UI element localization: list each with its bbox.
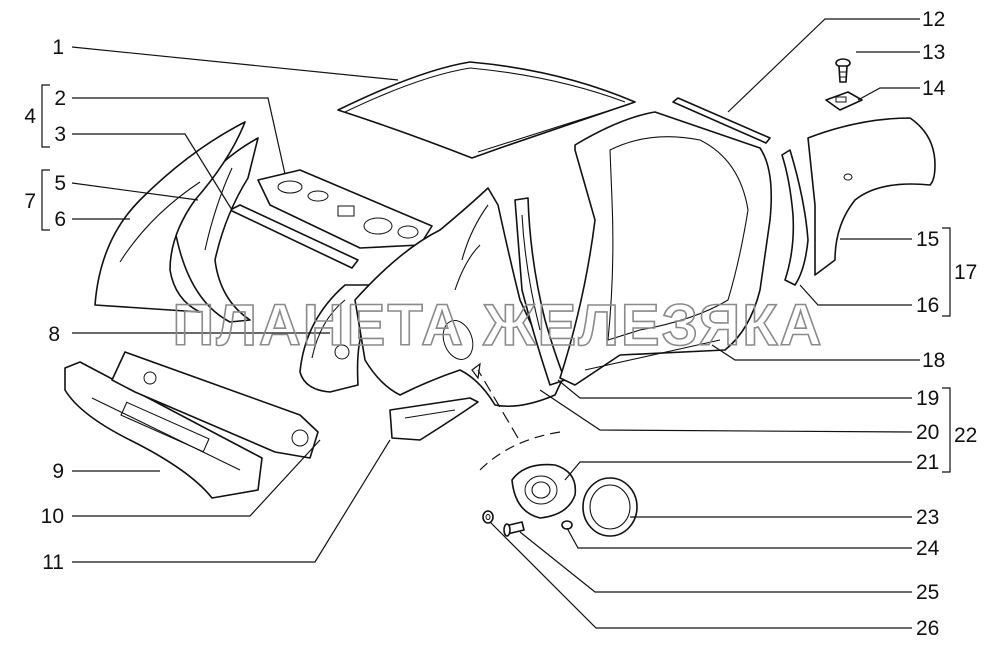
callout-1: 1: [52, 36, 64, 59]
callout-12: 12: [922, 8, 945, 31]
part-bolt-13: [835, 58, 851, 83]
callout-8: 8: [48, 323, 60, 346]
part-fuel-filler-housing: [511, 463, 577, 519]
callout-26: 26: [916, 617, 939, 640]
part-front-fender: [807, 117, 936, 276]
part-side-pillar: [514, 197, 566, 386]
callout-4: 4: [24, 105, 36, 128]
callout-25: 25: [916, 581, 939, 604]
part-rear-bumper-beam: [64, 361, 263, 499]
part-stopper: [561, 520, 573, 530]
callout-21: 21: [916, 451, 939, 474]
callout-11: 11: [42, 551, 64, 574]
part-rear-panel: [111, 351, 319, 459]
callout-24: 24: [916, 537, 940, 560]
watermark-text: ПЛАНЕТА ЖЕЛЕЗЯКА: [173, 293, 824, 358]
callout-16: 16: [916, 294, 939, 317]
callout-22: 22: [954, 424, 977, 447]
callout-13: 13: [922, 41, 945, 64]
callout-6: 6: [54, 208, 66, 231]
part-shelf-cross-member: [229, 204, 359, 269]
callout-17: 17: [954, 261, 977, 284]
part-roof-panel: [337, 61, 636, 159]
callout-9: 9: [52, 460, 64, 483]
part-washer: [482, 510, 494, 524]
callout-19: 19: [916, 387, 939, 410]
callout-18: 18: [922, 349, 945, 372]
part-fuel-filler-door: [582, 477, 638, 537]
callout-2: 2: [54, 87, 66, 110]
callout-5: 5: [54, 172, 66, 195]
part-screw: [503, 521, 525, 537]
callout-20: 20: [916, 421, 939, 444]
leader-lines: [71, 18, 920, 629]
callout-10: 10: [41, 505, 64, 528]
callout-7: 7: [24, 190, 36, 213]
callout-3: 3: [54, 123, 66, 146]
callout-numbers: 1 2 3 4 5 6 7 8 9 10 11 12 13 14 15 16 1…: [24, 8, 977, 640]
part-side-frame: [559, 111, 773, 386]
assembly-dashed-arrow: [471, 362, 561, 471]
grouping-brackets: [41, 84, 951, 473]
callout-15: 15: [916, 228, 939, 251]
part-wheel-arch-extension: [389, 397, 479, 441]
part-nut-clip: [825, 91, 863, 111]
part-roof-rail-strip: [672, 97, 771, 144]
callout-14: 14: [922, 77, 946, 100]
part-fender-inner-strip: [781, 149, 809, 286]
part-rear-shelf-panel: [257, 169, 433, 249]
callout-23: 23: [916, 506, 939, 529]
